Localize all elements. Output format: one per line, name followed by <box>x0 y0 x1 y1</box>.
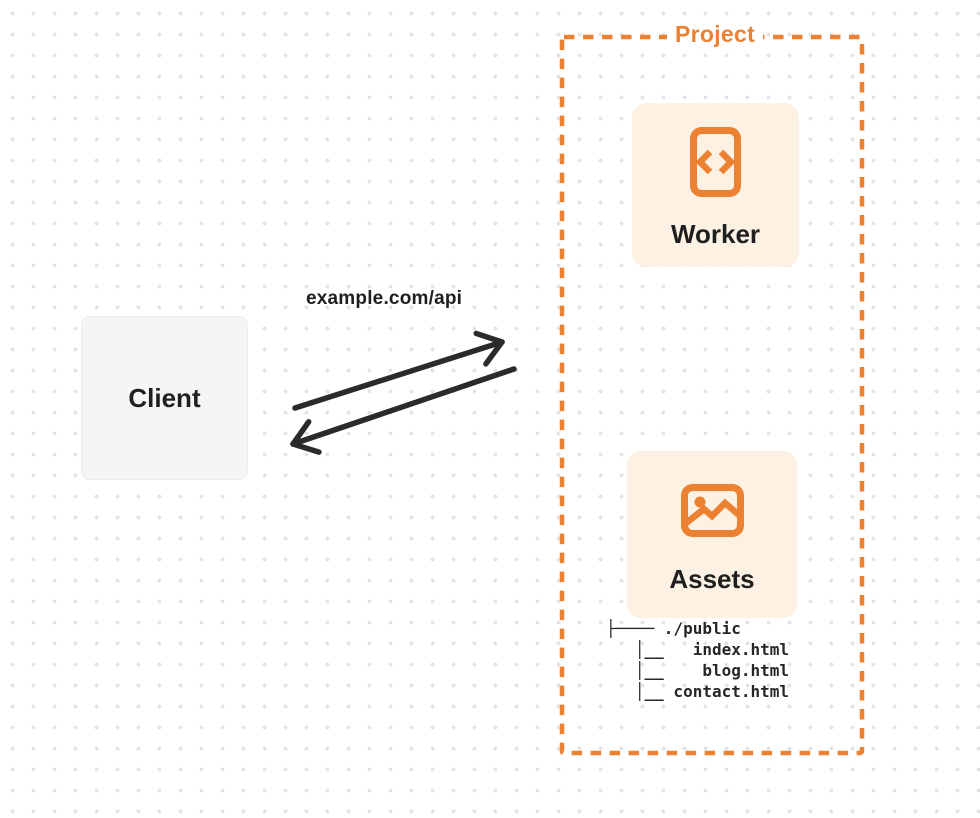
image-icon <box>680 484 744 537</box>
assets-file-tree: ├──── ./public │__ index.html │__ blog.h… <box>606 619 790 701</box>
response-arrow <box>290 366 517 455</box>
assets-node-label: Assets <box>669 564 755 594</box>
worker-node-label: Worker <box>670 219 761 249</box>
worker-node: Worker <box>632 103 799 267</box>
client-node-label: Client <box>128 382 201 413</box>
assets-node: Assets <box>627 451 797 618</box>
code-file-icon <box>690 127 741 197</box>
client-node: Client <box>81 316 248 480</box>
request-url-label: example.com/api <box>306 288 463 309</box>
request-arrow <box>292 330 505 411</box>
project-group-label: Project <box>667 21 764 48</box>
